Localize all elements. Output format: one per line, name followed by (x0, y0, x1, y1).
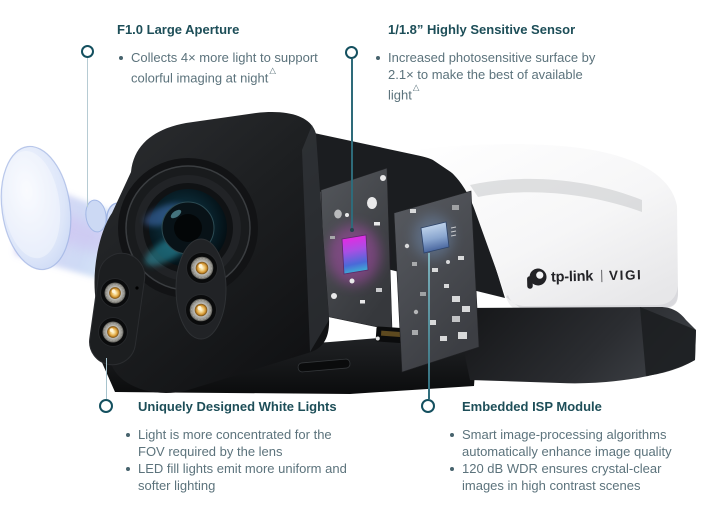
bullet-item: Increased photosensitive surface by 2.1×… (374, 49, 602, 103)
isp-board (393, 190, 480, 373)
bullet-list: Collects 4× more light to support colorf… (117, 49, 329, 86)
bullet-list: Smart image-processing algorithms automa… (448, 426, 682, 494)
bullet-item: LED fill lights emit more uniform and so… (124, 460, 348, 494)
bullet-list: Light is more concentrated for the FOV r… (124, 426, 348, 494)
footnote-marker: △ (269, 65, 276, 75)
callout-white-lights: Uniquely Designed White Lights Light is … (124, 399, 348, 494)
callout-title: 1/1.8” Highly Sensitive Sensor (388, 22, 576, 37)
callout-marker-lights (99, 399, 113, 413)
tplink-logo-text: tp-link (551, 269, 595, 286)
white-light-led (98, 317, 128, 347)
footnote-marker: △ (412, 82, 420, 92)
callout-connector-line (428, 253, 430, 399)
bullet-item: Light is more concentrated for the FOV r… (124, 426, 348, 460)
brand-logo: tp-link | VIGI (527, 267, 643, 289)
callout-title: F1.0 Large Aperture (117, 22, 240, 37)
connector-end-dot (350, 228, 354, 232)
callout-connector-line (86, 57, 88, 207)
callout-title: Uniquely Designed White Lights (138, 399, 337, 414)
housing-body (455, 307, 696, 384)
white-light-led (185, 294, 217, 326)
bullet-item: Collects 4× more light to support colorf… (117, 49, 329, 86)
callout-isp: Embedded ISP Module Smart image-processi… (448, 399, 682, 494)
callout-connector-line (105, 358, 107, 399)
image-sensor-chip (341, 234, 369, 275)
callout-aperture: F1.0 Large Aperture Collects 4× more lig… (117, 22, 329, 86)
lens-element-small-1 (85, 199, 107, 233)
objective-lens (0, 145, 72, 271)
bottom-slot (297, 358, 351, 373)
callout-connector-line (351, 59, 353, 228)
callout-marker-sensor (345, 46, 358, 59)
logo-divider: | (600, 267, 604, 282)
vigi-logo-text: VIGI (609, 267, 643, 283)
isp-chip (420, 221, 457, 254)
callout-marker-aperture (81, 45, 94, 58)
bullet-list: Increased photosensitive surface by 2.1×… (374, 49, 602, 103)
white-light-led (186, 252, 218, 284)
white-light-led (100, 278, 130, 308)
callout-title: Embedded ISP Module (462, 399, 602, 414)
callout-sensor: 1/1.8” Highly Sensitive Sensor Increased… (374, 22, 602, 103)
pcb-components (404, 205, 470, 341)
tplink-logo-mark (527, 268, 547, 289)
callout-marker-isp (421, 399, 435, 413)
front-lens-module (89, 112, 351, 394)
bullet-item: Smart image-processing algorithms automa… (448, 426, 682, 460)
bullet-item: 120 dB WDR ensures crystal-clear images … (448, 460, 682, 494)
